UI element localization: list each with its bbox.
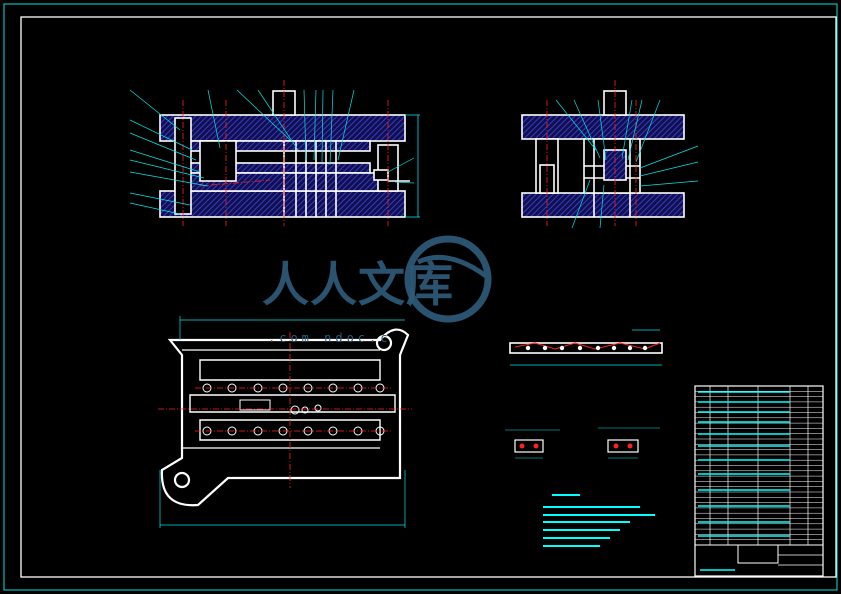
globe-swoosh-icon <box>404 235 492 323</box>
side-view-centerlines <box>546 80 637 226</box>
side-view-leaders <box>555 99 699 229</box>
front-view-centerlines <box>182 80 389 226</box>
lower-die-outline <box>160 328 410 507</box>
section-detail-a <box>505 429 560 459</box>
watermark-url: .com ndoc.c <box>268 331 392 345</box>
section-detail-b <box>598 427 660 459</box>
cavity <box>199 140 237 182</box>
upper-die-plate <box>159 114 406 142</box>
guide-hole-top <box>375 334 393 352</box>
front-view-leaders <box>129 89 415 215</box>
plan-dimensions <box>159 316 406 528</box>
plan-holes <box>202 383 385 436</box>
lower-die-plate <box>159 190 406 218</box>
strip-layout <box>509 329 663 366</box>
plan-view <box>160 328 410 507</box>
title-block <box>694 385 824 577</box>
inner-frame <box>20 16 837 578</box>
watermark-brand: 人人文库 <box>262 258 454 313</box>
plan-centerlines <box>158 332 412 488</box>
outer-frame <box>3 3 838 591</box>
guide-hole-bottom <box>173 471 191 489</box>
technical-notes <box>543 494 655 547</box>
front-section-view <box>159 90 420 218</box>
